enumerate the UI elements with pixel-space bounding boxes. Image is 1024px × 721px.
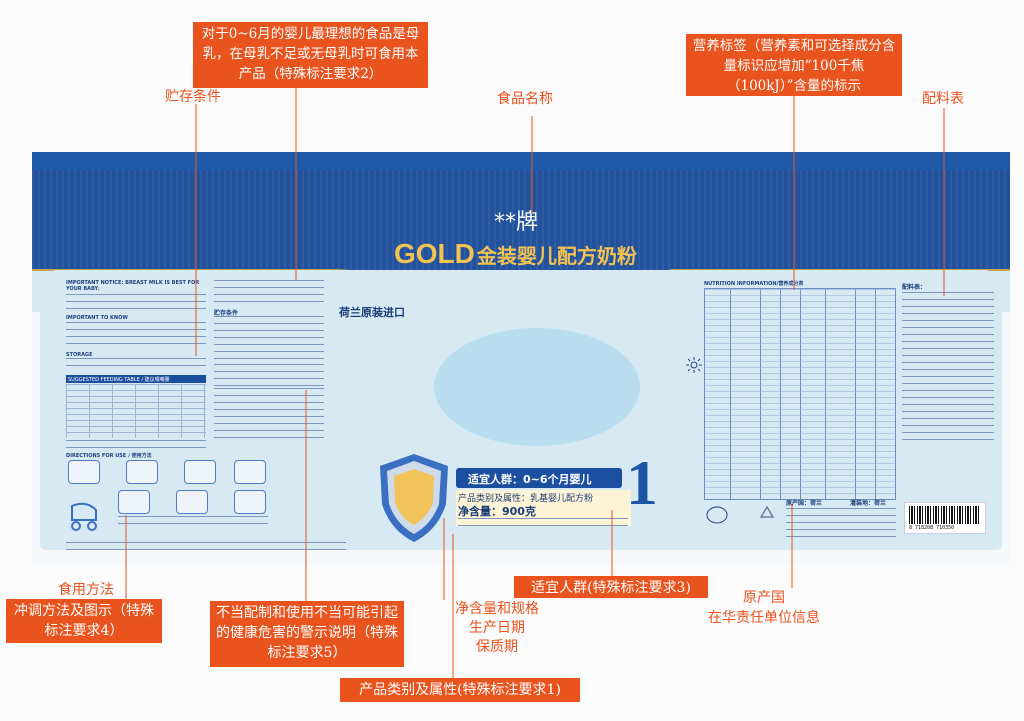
- net-content: 净含量：900克: [458, 505, 536, 518]
- product-name-en: GOLD: [394, 238, 475, 269]
- baby-stroller-icon: [71, 502, 97, 531]
- product-name-cn: 金装婴儿配方奶粉: [476, 244, 637, 268]
- nutrition-table: [704, 288, 896, 500]
- ingredients-text: [902, 292, 994, 442]
- callout-warning: 不当配制和使用不当可能引起的健康危害的警示说明（特殊标注要求5）: [210, 601, 404, 667]
- barcode-number: 8 718208 710350: [909, 525, 955, 531]
- callout-category: 产品类别及属性(特殊标注要求1): [340, 678, 580, 702]
- storage-cn-text: [214, 316, 324, 362]
- step-1-icon: [68, 460, 100, 484]
- important-notice: IMPORTANT NOTICE: BREAST MILK IS BEST FO…: [66, 280, 200, 292]
- callout-storage: 贮存条件: [165, 89, 221, 105]
- sun-icon: [686, 357, 702, 373]
- responsible-unit-text: [786, 508, 896, 542]
- target-group: 适宜人群：0~6个月婴儿: [468, 473, 592, 486]
- callout-usage-title: 食用方法: [58, 582, 114, 598]
- brand-name: **牌: [494, 210, 539, 235]
- recycle-icon: [759, 505, 775, 518]
- origin-country: 原产国：荷兰: [786, 500, 823, 507]
- callout-breastfeeding: 对于0~6月的婴儿最理想的食品是母乳，在母乳不足或无母乳时可食用本产品（特殊标注…: [193, 22, 428, 88]
- ingredients-title: 配料表：: [902, 284, 927, 291]
- step-6-icon: [176, 490, 208, 514]
- feeding-note: [66, 440, 206, 454]
- step-2-icon: [126, 460, 158, 484]
- stage-number: 1: [626, 447, 658, 518]
- storage-conditions-text: [214, 364, 324, 386]
- feeding-table: [66, 384, 206, 438]
- feeding-table-header: [66, 375, 206, 383]
- callout-food-name: 食品名称: [497, 91, 553, 107]
- storage-en-title: STORAGE: [66, 352, 93, 358]
- shield-icon: [380, 454, 448, 542]
- notice-text: [66, 294, 206, 314]
- callout-usage: 冲调方法及图示（特殊标注要求4）: [6, 599, 162, 643]
- callout-origin: 原产国 在华责任单位信息: [708, 590, 820, 626]
- feeding-table-title: SUGGESTED FEEDING TABLE / 建议喂哺量: [68, 377, 170, 383]
- warning-text: [66, 542, 346, 550]
- directions-pictograms: [66, 460, 268, 540]
- nutrition-title: NUTRITION INFORMATION/营养成分表: [704, 281, 804, 287]
- callout-ingredients: 配料表: [922, 91, 964, 107]
- imported-label: 荷兰原装进口: [339, 306, 405, 319]
- step-5-icon: [118, 490, 150, 514]
- label-top-band: [32, 152, 1010, 170]
- callout-nutrition: 营养标签（营养素和可选择成分含量标识应增加“100千焦（100kJ）”含量的标示: [686, 34, 902, 96]
- step-3-icon: [184, 460, 216, 484]
- barcode-bars: [909, 506, 981, 524]
- target-bar: [456, 468, 622, 488]
- barcode: 8 718208 710350: [904, 502, 986, 534]
- step-4-icon: [234, 460, 266, 484]
- know-text: [66, 322, 206, 350]
- packing-place: 灌装地：荷兰: [850, 500, 887, 507]
- important-know: IMPORTANT TO KNOW: [66, 315, 128, 321]
- step-7-icon: [234, 490, 266, 514]
- storage-en-text: [66, 358, 206, 372]
- callout-net-content: 净含量和规格 生产日期 保质期: [455, 601, 539, 655]
- date-lines: [458, 518, 628, 526]
- storage-cn-title: 贮存条件: [214, 310, 239, 317]
- callout-target-group: 适宜人群(特殊标注要求3): [514, 576, 708, 598]
- directions-text: [118, 516, 268, 530]
- product-category: 产品类别及属性：乳基婴儿配方粉: [458, 494, 594, 504]
- directions-title: DIRECTIONS FOR USE / 使用方法: [66, 453, 152, 459]
- product-oval: [434, 328, 640, 446]
- warning-cn-text: [214, 280, 324, 306]
- nl-ec-mark-icon: [706, 506, 728, 524]
